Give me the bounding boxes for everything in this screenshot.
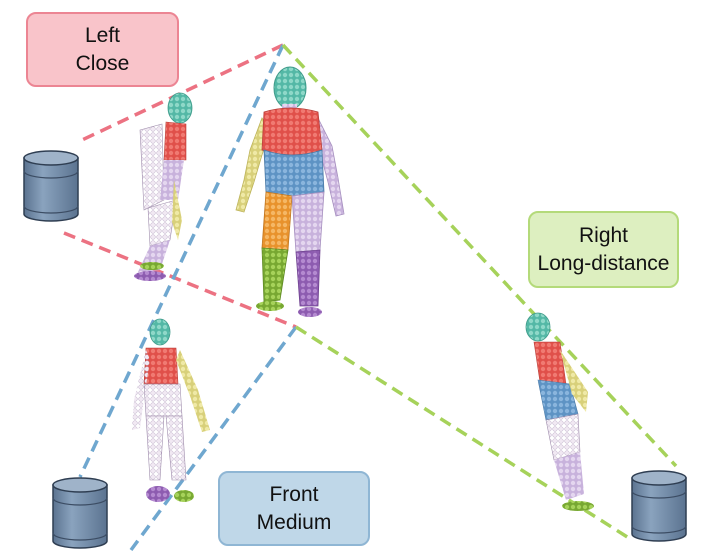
camera-icon — [23, 150, 79, 222]
left-view-label: Left Close — [26, 12, 179, 87]
right-view-frustum — [281, 43, 678, 542]
human-point-cloud-right — [525, 312, 594, 511]
front-frustum-line-1 — [78, 44, 285, 478]
human-point-cloud-left — [134, 92, 193, 281]
left-view-label-line2: Close — [75, 51, 130, 75]
camera-icon — [52, 477, 108, 549]
left-frustum-line-bottom — [63, 231, 297, 329]
left-view-label-line1: Left — [84, 23, 121, 47]
human-point-cloud-center — [235, 66, 345, 317]
left-view-frustum — [63, 43, 297, 329]
right-view-label: Right Long-distance — [528, 211, 679, 288]
human-point-cloud-front — [132, 318, 210, 502]
camera-icon — [631, 470, 687, 542]
right-frustum-line-top — [281, 43, 678, 468]
front-view-label-line1: Front — [269, 482, 319, 506]
front-view-frustum — [78, 44, 298, 552]
front-view-label: Front Medium — [218, 471, 370, 546]
right-view-label-line2: Long-distance — [537, 251, 670, 275]
front-frustum-line-2 — [129, 325, 298, 552]
right-view-label-line1: Right — [578, 223, 629, 247]
front-view-label-line2: Medium — [256, 510, 332, 534]
